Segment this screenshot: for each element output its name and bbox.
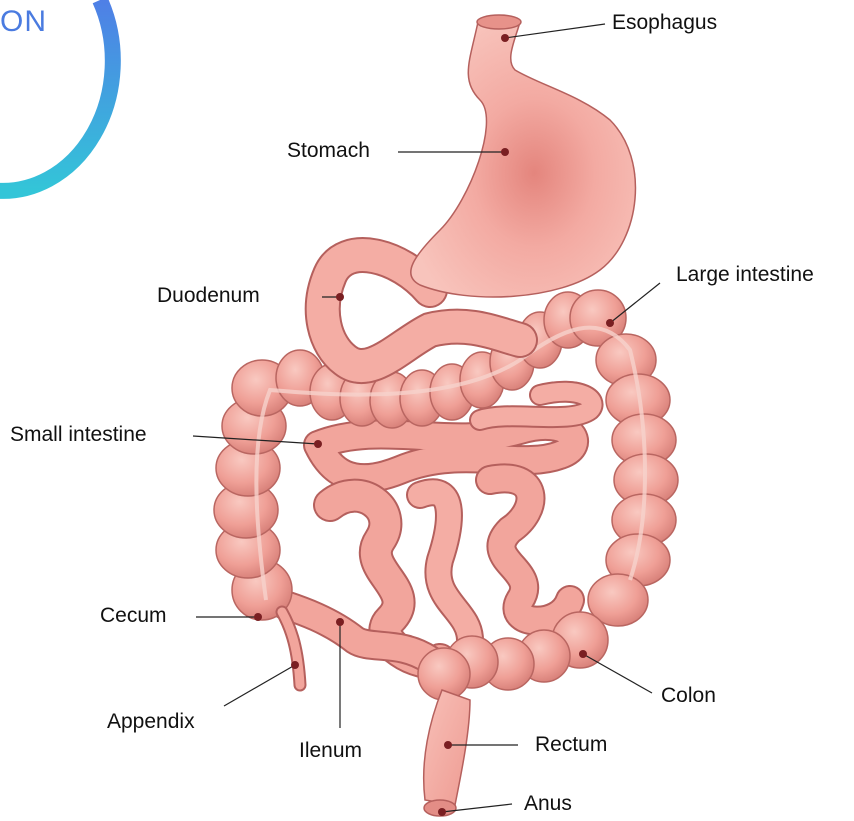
small-intestine — [285, 392, 593, 662]
duodenum-marker — [336, 293, 344, 301]
corner-badge-text: ON — [0, 7, 47, 37]
large-intestine-marker — [606, 319, 614, 327]
label-stomach: Stomach — [287, 140, 370, 161]
ilenum-marker — [336, 618, 344, 626]
esophagus-marker — [501, 34, 509, 42]
appendix-marker — [291, 661, 299, 669]
label-esophagus: Esophagus — [612, 12, 717, 33]
label-appendix: Appendix — [107, 711, 195, 732]
cecum-marker — [254, 613, 262, 621]
stomach-marker — [501, 148, 509, 156]
stomach-shape — [411, 22, 636, 297]
label-anus: Anus — [524, 793, 572, 814]
label-large-intestine: Large intestine — [676, 264, 814, 285]
label-ilenum: Ilenum — [299, 740, 362, 761]
label-colon: Colon — [661, 685, 716, 706]
colon-marker — [579, 650, 587, 658]
small-intestine-marker — [314, 440, 322, 448]
label-duodenum: Duodenum — [157, 285, 260, 306]
label-rectum: Rectum — [535, 734, 607, 755]
esophagus-opening — [477, 15, 521, 29]
label-cecum: Cecum — [100, 605, 167, 626]
rectum-marker — [444, 741, 452, 749]
anus-marker — [438, 808, 446, 816]
label-small-intestine: Small intestine — [10, 424, 147, 445]
